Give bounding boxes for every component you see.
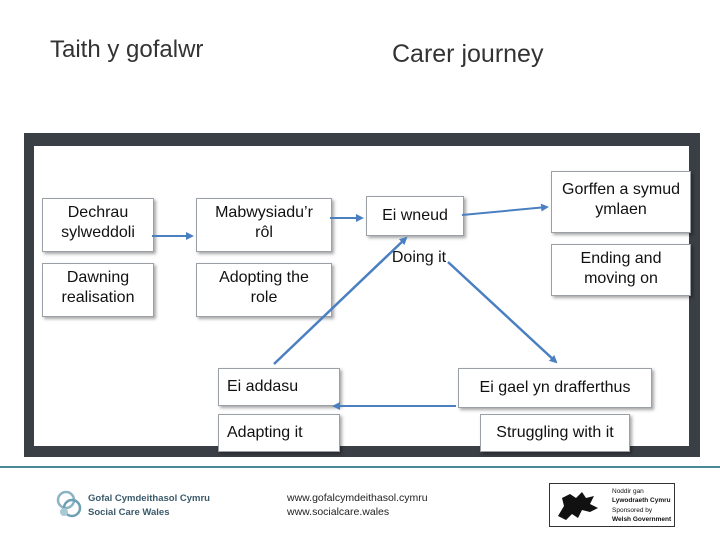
gov-text-3: Sponsored by xyxy=(612,507,653,514)
title-english: Carer journey xyxy=(392,40,544,68)
stage-ending-english-text: Ending and moving on xyxy=(580,250,662,287)
stage-struggling-welsh: Ei gael yn drafferthus xyxy=(458,368,652,408)
stage-adapting-welsh-text: Ei addasu xyxy=(227,378,299,395)
logo-text-english: Social Care Wales xyxy=(88,507,170,518)
gov-text-1: Noddir gan xyxy=(612,488,644,495)
stage-adopting-welsh: Mabwysiadu’r rôl xyxy=(196,198,332,252)
welsh-government-logo: Noddir gan Lywodraeth Cymru Sponsored by… xyxy=(549,483,675,527)
stage-adapting-english: Adapting it xyxy=(218,414,340,452)
stage-doing-welsh-text: Ei wneud xyxy=(382,207,448,224)
stage-ending-english: Ending and moving on xyxy=(551,244,691,296)
url-english: www.socialcare.wales xyxy=(287,506,390,518)
stage-adopting-english-text: Adopting the role xyxy=(219,269,309,306)
footer-divider xyxy=(0,466,720,468)
social-care-wales-emblem-icon xyxy=(56,490,82,518)
title-welsh: Taith y gofalwr xyxy=(50,36,204,63)
stage-dawning-welsh: Dechrau sylweddoli xyxy=(42,198,154,252)
stage-adopting-welsh-text: Mabwysiadu’r rôl xyxy=(215,204,313,241)
arrow-adapting-to-doing xyxy=(273,236,408,365)
gov-text-4: Welsh Government xyxy=(612,516,672,523)
stage-struggling-welsh-text: Ei gael yn drafferthus xyxy=(479,379,631,396)
arrow-doing-to-struggling xyxy=(447,261,558,364)
social-care-wales-logo: Gofal Cymdeithasol Cymru Social Care Wal… xyxy=(52,488,210,522)
stage-struggling-english: Struggling with it xyxy=(480,414,630,452)
stage-dawning-english-text: Dawning realisation xyxy=(61,269,135,306)
stage-struggling-english-text: Struggling with it xyxy=(496,424,614,441)
stage-adopting-english: Adopting the role xyxy=(196,263,332,317)
stage-dawning-welsh-text: Dechrau sylweddoli xyxy=(61,204,135,241)
stage-ending-welsh: Gorffen a symud ymlaen xyxy=(551,171,691,233)
stage-dawning-english: Dawning realisation xyxy=(42,263,154,317)
stage-adapting-english-text: Adapting it xyxy=(227,424,303,441)
gov-text-2: Lywodraeth Cymru xyxy=(612,497,671,504)
stage-doing-english: Doing it xyxy=(391,249,447,266)
stage-doing-welsh: Ei wneud xyxy=(366,196,464,236)
url-welsh: www.gofalcymdeithasol.cymru xyxy=(287,492,428,504)
logo-text-welsh: Gofal Cymdeithasol Cymru xyxy=(88,493,210,504)
welsh-dragon-icon xyxy=(558,492,598,520)
stage-ending-welsh-text: Gorffen a symud ymlaen xyxy=(562,181,680,218)
arrow-doing-to-ending xyxy=(461,203,549,216)
stage-adapting-welsh: Ei addasu xyxy=(218,368,340,406)
